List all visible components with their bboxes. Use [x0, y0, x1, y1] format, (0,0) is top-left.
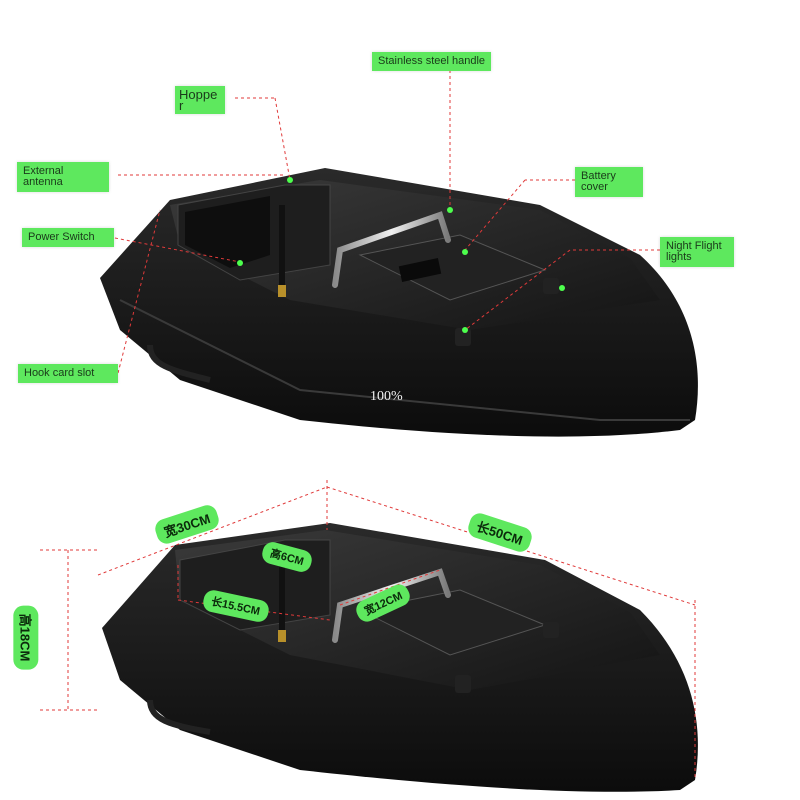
- overlay-percent-text: 100%: [370, 389, 403, 404]
- bottom-boat: [102, 523, 698, 792]
- label-external-antenna: External antenna: [17, 162, 109, 192]
- label-battery-cover: Battery cover: [575, 167, 643, 197]
- top-boat: [100, 168, 698, 437]
- label-night-flight-lights: Night Flight lights: [660, 237, 734, 267]
- label-hopper: Hoppe r: [175, 86, 225, 114]
- label-power-switch: Power Switch: [22, 228, 114, 247]
- label-stainless-steel-handle: Stainless steel handle: [372, 52, 492, 71]
- callout-dots: [237, 177, 565, 333]
- dimension-height: 高18CM: [13, 605, 39, 670]
- label-hook-card-slot: Hook card slot: [18, 364, 118, 383]
- leader-lines-top: [114, 70, 660, 374]
